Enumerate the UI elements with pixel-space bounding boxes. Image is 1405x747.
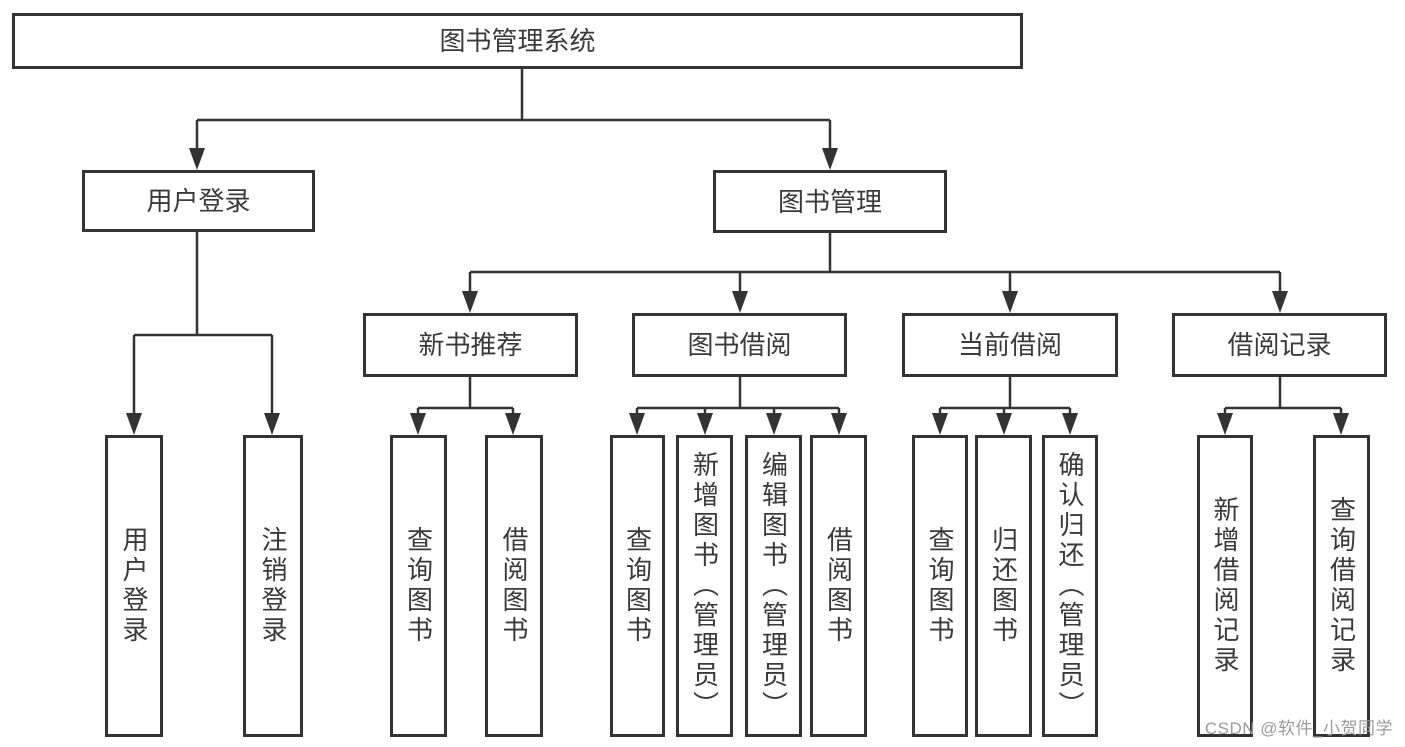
leaf-query-borrow-record: 查询借阅记录 [1313,435,1370,737]
leaf-edit-book-admin: 编辑图书（管理员） [745,435,802,737]
leaf-add-borrow-record: 新增借阅记录 [1197,435,1253,737]
leaf-logout: 注销登录 [243,435,303,737]
node-root-system: 图书管理系统 [12,13,1023,69]
leaf-user-login: 用户登录 [105,435,163,737]
node-borrowing-records: 借阅记录 [1172,313,1387,377]
node-book-management: 图书管理 [713,170,947,233]
leaf-confirm-return-admin: 确认归还（管理员） [1042,435,1098,737]
leaf-query-book-current: 查询图书 [912,435,968,737]
leaf-borrow-book: 借阅图书 [810,435,867,737]
leaf-query-book-recommend: 查询图书 [390,435,447,737]
node-user-login-group: 用户登录 [82,170,315,232]
node-current-borrowing: 当前借阅 [902,313,1118,377]
leaf-return-book: 归还图书 [975,435,1032,737]
leaf-add-book-admin: 新增图书（管理员） [676,435,733,737]
leaf-borrow-book-recommend: 借阅图书 [485,435,543,737]
node-new-book-recommend: 新书推荐 [363,313,578,377]
leaf-query-book-borrowing: 查询图书 [610,435,665,737]
node-book-borrowing: 图书借阅 [632,313,847,377]
csdn-watermark: CSDN @软件_小贺同学 [1204,719,1393,738]
